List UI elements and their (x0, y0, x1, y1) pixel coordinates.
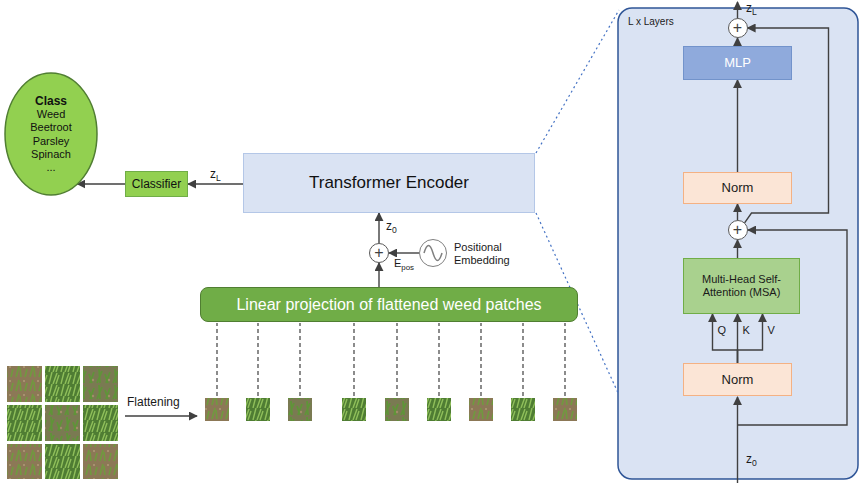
image-patch (7, 444, 42, 479)
connector-arrow (737, 80, 738, 172)
class-ellipse: ClassWeed Beetroot Parsley Spinach ... (4, 72, 98, 196)
edge-label: Q (717, 324, 728, 337)
patch-link (522, 323, 523, 396)
node-text: Norm (722, 372, 754, 388)
connector-arrow (738, 314, 763, 363)
patch-links (217, 323, 565, 396)
connector-arrow (378, 213, 379, 243)
patch-link (353, 323, 354, 396)
ellipse-outline (4, 72, 98, 196)
image-patch (205, 398, 229, 421)
input-label: z0 (745, 452, 758, 466)
sine-wave (424, 246, 442, 261)
image-patch (7, 405, 42, 441)
panel-heading: L x Layers (628, 16, 674, 28)
image-patch (553, 398, 577, 421)
node-text: + (374, 245, 383, 261)
zoom-leader (536, 10, 619, 153)
node-text: + (733, 222, 742, 238)
input-wire (737, 397, 738, 483)
attention-box: Multi-Head Self-Attention (MSA) (683, 258, 800, 314)
sine-icon (420, 240, 446, 266)
connector-arrow (188, 183, 243, 184)
patch-link (299, 323, 300, 396)
edge-label: z0 (385, 219, 398, 233)
connector-arrow (737, 240, 738, 258)
patch-link (438, 323, 439, 396)
connector-arrow (77, 183, 125, 184)
image-patch (83, 405, 118, 441)
projection-box: Linear projection of flattened weed patc… (200, 287, 578, 322)
norm-box: Norm (683, 172, 792, 204)
patch-link (396, 323, 397, 396)
mlp-box: MLP (683, 46, 792, 80)
image-patch (427, 398, 451, 421)
encoder-box: Transformer Encoder (243, 153, 535, 213)
node-text: MLP (724, 55, 751, 71)
image-patch (45, 444, 80, 479)
connector-arrow (378, 263, 379, 287)
connector-arrow (713, 314, 738, 363)
patch-link (257, 323, 258, 396)
edge-label: Epos (393, 257, 415, 270)
edge-label: V (767, 324, 776, 337)
image-patch (342, 398, 366, 421)
image-patch (511, 398, 535, 421)
output-label: zL (745, 1, 758, 15)
encoder-layer-panel: L x Layers + MLP Norm + Multi-Head Self-Atten… (618, 8, 858, 479)
flattened-patches (205, 398, 577, 421)
patch-link (480, 323, 481, 396)
flattening-label: Flattening (126, 395, 181, 409)
class-ellipse-shape (5, 73, 97, 195)
image-patch (83, 366, 118, 402)
node-text: Positional Embedding (454, 241, 518, 267)
class-list: Weed Beetroot Parsley Spinach ... (28, 108, 74, 174)
image-patch (469, 398, 493, 421)
node-text: Linear projection of flattened weed patc… (236, 295, 541, 314)
patch-link (564, 323, 565, 396)
sum-circle: + (369, 243, 389, 263)
classifier-box: Classifier (125, 171, 188, 197)
image-patch (45, 405, 80, 441)
connector-arrow (737, 204, 738, 220)
node-text: Transformer Encoder (309, 173, 469, 193)
image-patch (83, 444, 118, 479)
connector-arrow (389, 252, 419, 253)
sum-circle: + (728, 18, 748, 38)
node-text: Multi-Head Self-Attention (MSA) (684, 273, 799, 299)
positional-embedding-icon: Positional Embedding (419, 239, 447, 267)
image-patch (385, 398, 409, 421)
flatten-arrow (125, 415, 197, 416)
norm-box: Norm (683, 363, 792, 396)
node-text: Norm (722, 180, 754, 196)
output-wire (737, 2, 738, 18)
node-text: + (733, 20, 742, 36)
image-patch (246, 398, 270, 421)
edge-label: K (742, 324, 751, 337)
image-patch (7, 366, 42, 402)
class-heading: Class (35, 94, 67, 108)
connector-arrow (737, 38, 738, 46)
edge-label: zL (209, 167, 222, 181)
node-text: Classifier (132, 177, 181, 191)
sum-circle: + (728, 220, 748, 240)
image-patch (45, 366, 80, 402)
weed-image-grid (7, 366, 118, 479)
patch-link (216, 323, 217, 396)
image-patch (288, 398, 312, 421)
